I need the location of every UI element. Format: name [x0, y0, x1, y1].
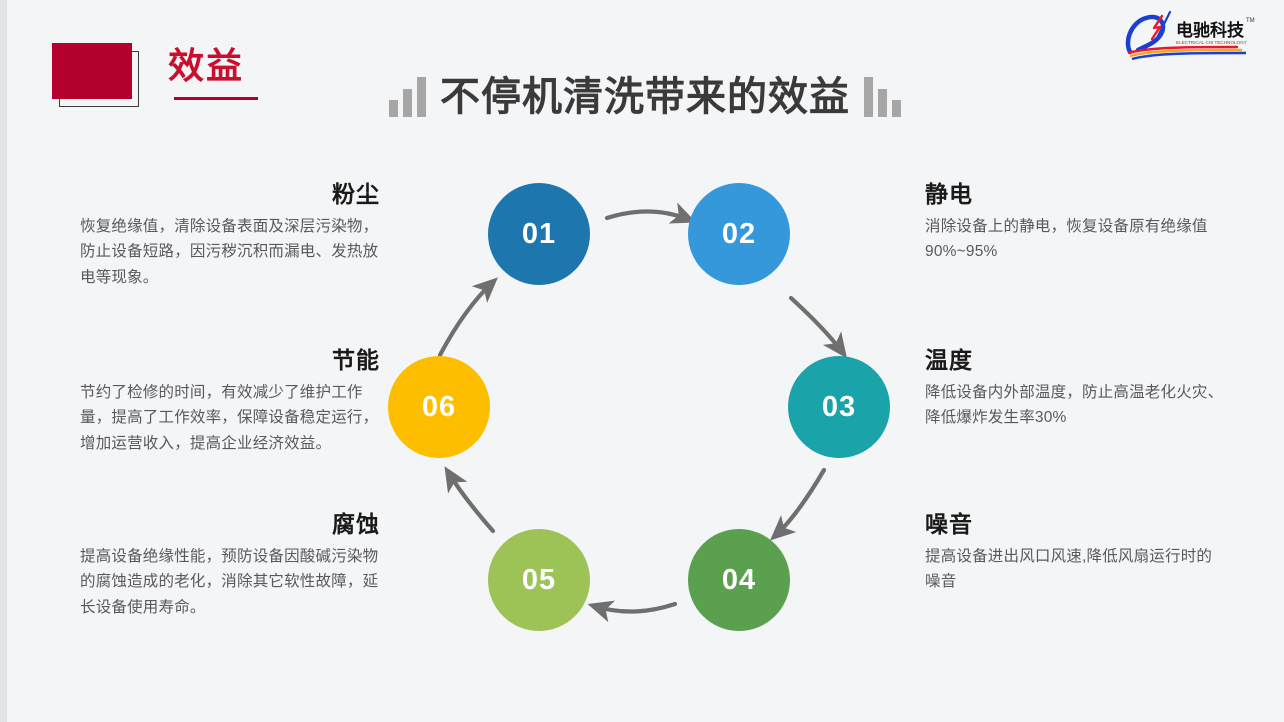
benefit-title-dust: 粉尘 [332, 181, 380, 207]
title-block: 不停机清洗带来的效益 [340, 68, 950, 126]
benefit-title-noise: 噪音 [925, 511, 973, 537]
left-edge-strip [0, 0, 7, 722]
cycle-arrows [437, 202, 847, 623]
section-badge [52, 43, 139, 107]
benefit-body-energy: 节约了检修的时间，有效减少了维护工作量，提高了工作效率，保障设备稳定运行，增加运… [80, 384, 379, 452]
cycle-node-04[interactable]: 04 [688, 529, 790, 631]
bar-chart-left-icon [389, 77, 426, 117]
badge-filled-square [52, 43, 132, 99]
benefit-body-dust: 恢复绝缘值，清除设备表面及深层污染物，防止设备短路，因污秽沉积而漏电、发热放电等… [80, 218, 379, 286]
benefit-block-energy: 节能 节约了检修的时间，有效减少了维护工作量，提高了工作效率，保障设备稳定运行，… [80, 347, 380, 456]
benefit-title-static: 静电 [925, 181, 973, 207]
cycle-node-05[interactable]: 05 [488, 529, 590, 631]
cycle-node-01[interactable]: 01 [488, 183, 590, 285]
logo-tm-mark: TM [1246, 18, 1255, 24]
benefit-title-corrosion: 腐蚀 [332, 511, 380, 537]
company-logo: 电驰科技 ELECTRICAL CHI TECHNOLOGY TM [1118, 6, 1268, 61]
benefit-block-static: 静电 消除设备上的静电，恢复设备原有绝缘值90%~95% [925, 181, 1225, 265]
benefit-block-noise: 噪音 提高设备进出风口风速,降低风扇运行时的噪音 [925, 511, 1225, 595]
bar-chart-right-icon [864, 77, 901, 117]
section-label-underline [174, 97, 258, 100]
benefit-block-corrosion: 腐蚀 提高设备绝缘性能，预防设备因酸碱污染物的腐蚀造成的老化，消除其它软性故障，… [80, 511, 380, 620]
benefit-block-temperature: 温度 降低设备内外部温度，防止高温老化火灾、降低爆炸发生率30% [925, 347, 1225, 431]
logo-brand-cn: 电驰科技 [1176, 20, 1245, 40]
cycle-node-06[interactable]: 06 [388, 356, 490, 458]
benefit-body-temperature: 降低设备内外部温度，防止高温老化火灾、降低爆炸发生率30% [925, 384, 1224, 427]
benefit-title-temperature: 温度 [925, 347, 973, 373]
section-label: 效益 [168, 45, 245, 86]
cycle-diagram: 01 02 03 04 05 06 [360, 160, 920, 680]
logo-brand-en: ELECTRICAL CHI TECHNOLOGY [1176, 40, 1247, 45]
cycle-node-03[interactable]: 03 [788, 356, 890, 458]
benefit-block-dust: 粉尘 恢复绝缘值，清除设备表面及深层污染物，防止设备短路，因污秽沉积而漏电、发热… [80, 181, 380, 290]
benefit-title-energy: 节能 [332, 347, 380, 373]
cycle-node-02[interactable]: 02 [688, 183, 790, 285]
benefit-body-noise: 提高设备进出风口风速,降低风扇运行时的噪音 [925, 548, 1213, 591]
benefit-body-corrosion: 提高设备绝缘性能，预防设备因酸碱污染物的腐蚀造成的老化，消除其它软性故障，延长设… [80, 548, 379, 616]
benefit-body-static: 消除设备上的静电，恢复设备原有绝缘值90%~95% [925, 218, 1208, 261]
page-title: 不停机清洗带来的效益 [440, 75, 850, 119]
